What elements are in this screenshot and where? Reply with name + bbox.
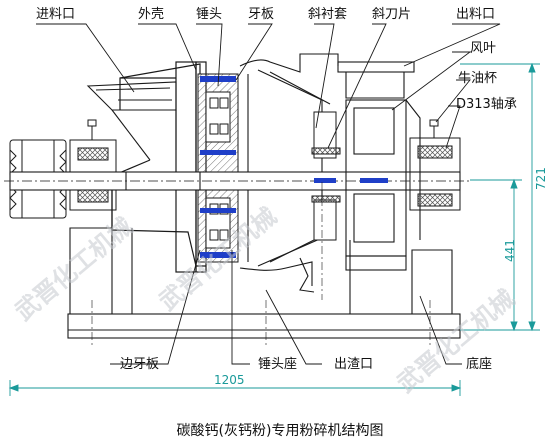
label-slag-outlet: 出渣口: [334, 357, 374, 372]
label-discharge-outlet: 出料口: [456, 7, 496, 22]
right-bearing: [409, 119, 461, 211]
left-bearing: [69, 119, 117, 211]
fan-housing: [337, 61, 421, 271]
main-shaft: [4, 171, 470, 191]
label-hammer: 锤头: [196, 7, 223, 22]
dimension-lines: [8, 62, 540, 396]
leader-lines: [36, 23, 501, 365]
machine-base: [67, 227, 461, 339]
oblique-blades: [311, 111, 388, 241]
label-tooth-plate: 牙板: [248, 7, 275, 22]
label-hammer-seat: 锤头座: [258, 357, 298, 372]
label-side-tooth-plate: 边牙板: [120, 357, 160, 372]
hammer-rotor: [197, 73, 239, 263]
dim-total-height: 721: [534, 167, 548, 190]
dim-total-length: 1205: [214, 373, 245, 387]
label-oblique-blade: 斜刀片: [372, 7, 412, 22]
label-fan-blade: 风叶: [470, 41, 497, 56]
crushing-chamber: [239, 53, 339, 293]
dim-axis-height: 441: [503, 239, 517, 262]
label-oblique-liner: 斜衬套: [308, 7, 348, 22]
label-grease-cup: 牛油杯: [458, 71, 498, 86]
diagram-caption: 碳酸钙(灰钙粉)专用粉碎机结构图: [176, 423, 384, 439]
label-bearing: D313轴承: [456, 97, 517, 112]
label-base: 底座: [466, 357, 493, 372]
label-feed-inlet: 进料口: [36, 7, 76, 22]
label-casing: 外壳: [138, 7, 165, 22]
